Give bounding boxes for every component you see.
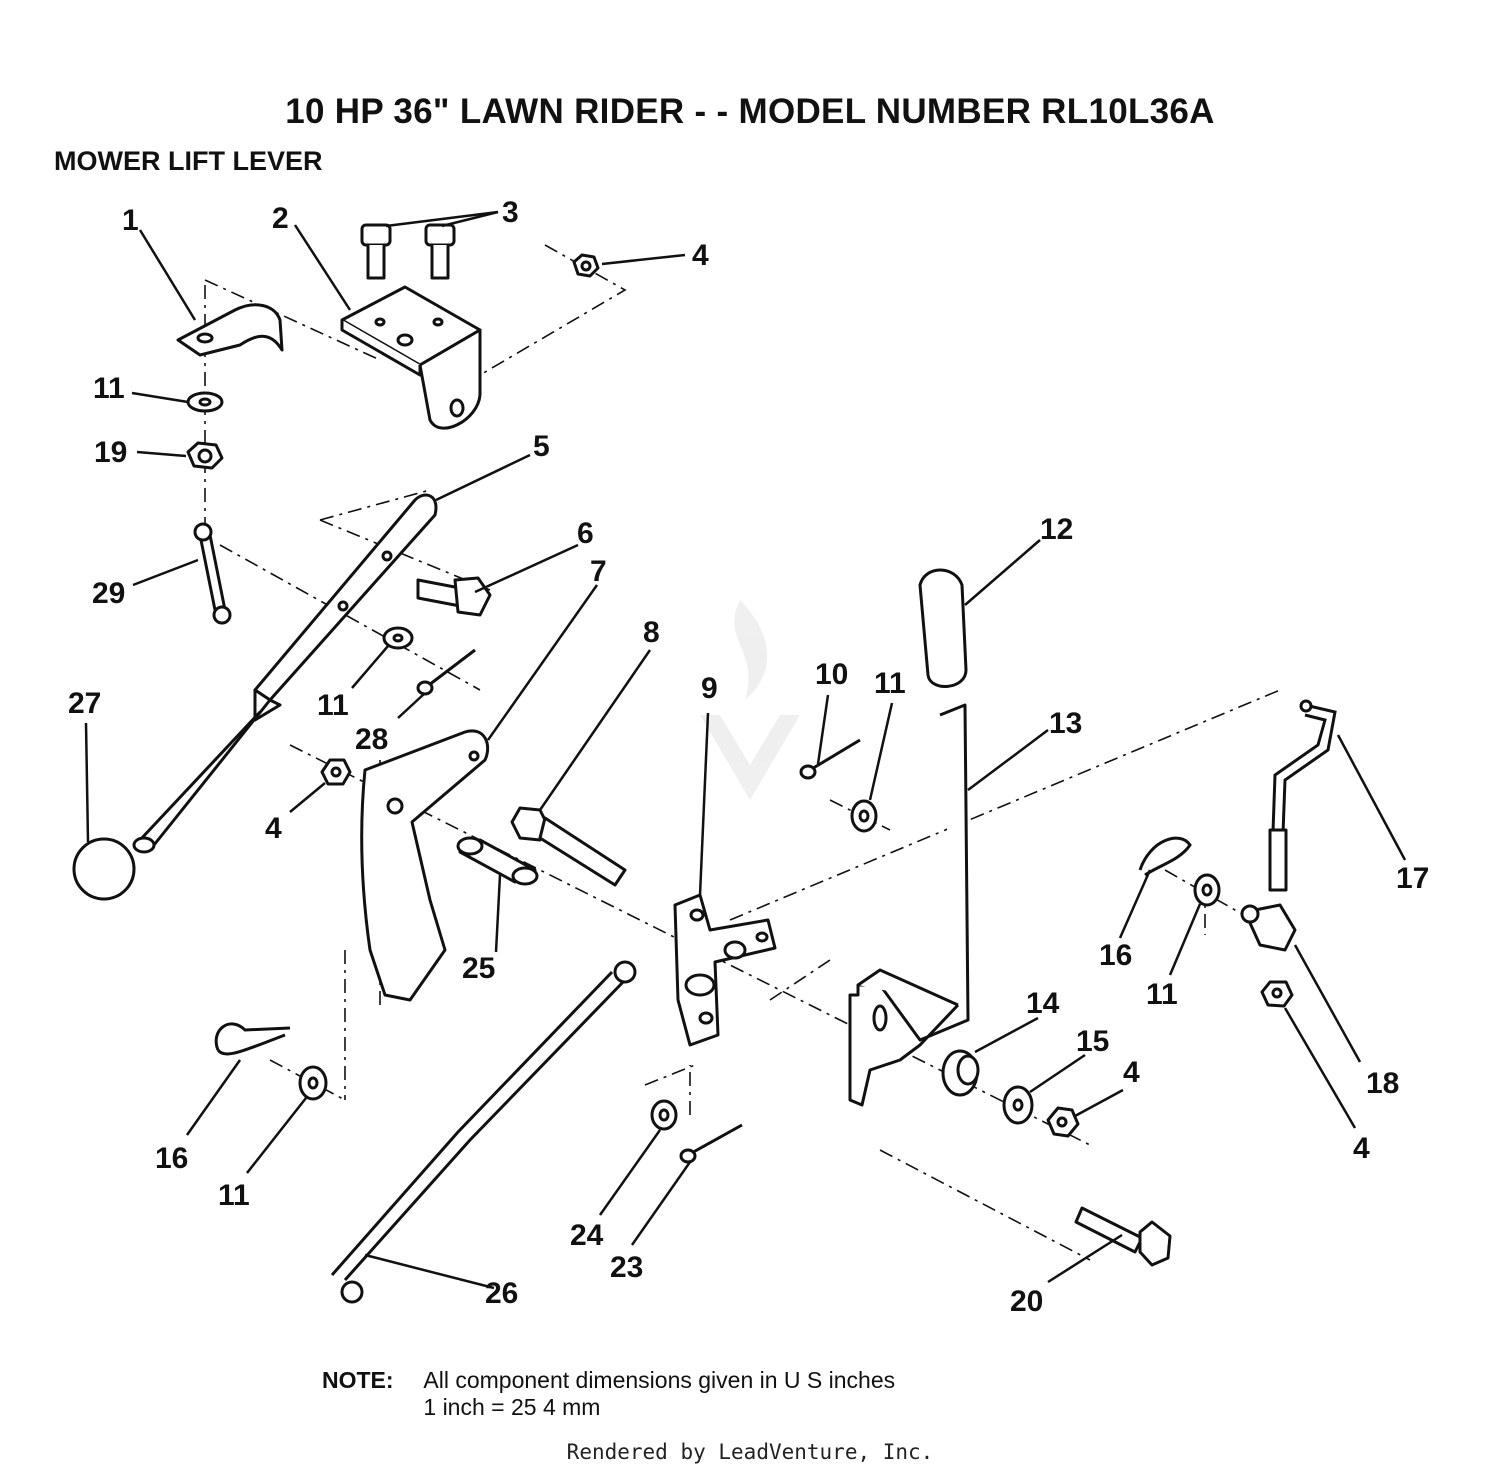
- callout-4: 4: [1123, 1056, 1140, 1089]
- callout-7: 7: [590, 555, 607, 588]
- part-17-adjuster-rod: [1268, 699, 1337, 892]
- callout-3: 3: [502, 196, 519, 229]
- part-5-lift-handle: [132, 493, 438, 854]
- part-4-nut-right: [1260, 980, 1294, 1008]
- callout-4: 4: [265, 812, 282, 845]
- part-13-lever: [848, 703, 970, 1107]
- callout-26: 26: [485, 1277, 518, 1310]
- callout-19: 19: [94, 436, 127, 469]
- callout-12: 12: [1040, 513, 1073, 546]
- callout-8: 8: [643, 616, 660, 649]
- callout-1: 1: [122, 204, 139, 237]
- part-8-bolt: [510, 806, 627, 887]
- callout-10: 10: [815, 658, 848, 691]
- part-11-washer-top: [186, 391, 224, 413]
- callout-28: 28: [355, 723, 388, 756]
- callout-9: 9: [701, 672, 718, 705]
- part-23-pin: [679, 1123, 743, 1164]
- part-9-bracket: [673, 893, 777, 1047]
- part-20-bolt: [1074, 1206, 1172, 1267]
- part-10-cotter: [799, 738, 861, 780]
- part-14-bushing: [941, 1049, 980, 1097]
- callout-6: 6: [577, 517, 594, 550]
- part-3-bolts: [360, 223, 456, 280]
- part-16-hairpin-right: [1138, 836, 1192, 877]
- part-4-nut-low: [1046, 1106, 1080, 1138]
- callout-18: 18: [1366, 1067, 1399, 1100]
- callout-17: 17: [1396, 862, 1429, 895]
- part-28-pin: [416, 648, 476, 696]
- note-text: All component dimensions given in U S in…: [423, 1367, 895, 1421]
- footer-credit: Rendered by LeadVenture, Inc.: [566, 1440, 934, 1464]
- diagram-subtitle: MOWER LIFT LEVER: [54, 146, 323, 176]
- callout-11: 11: [93, 372, 125, 405]
- part-11-washer-upper: [850, 799, 878, 833]
- callout-5: 5: [533, 430, 550, 463]
- callout-20: 20: [1010, 1285, 1043, 1318]
- callout-11: 11: [874, 667, 906, 700]
- part-12-grip: [918, 568, 968, 688]
- part-11-washer-mid: [382, 626, 414, 650]
- callout-11: 11: [317, 689, 349, 722]
- note: NOTE: All component dimensions given in …: [322, 1367, 895, 1421]
- part-1-clip: [176, 303, 284, 357]
- part-29-rod: [193, 522, 232, 625]
- callout-16: 16: [1099, 939, 1132, 972]
- callout-4: 4: [1353, 1132, 1370, 1165]
- note-line-2: 1 inch = 25 4 mm: [423, 1394, 601, 1420]
- part-24-washer: [650, 1099, 678, 1131]
- callout-27: 27: [68, 687, 101, 720]
- callouts: 1 2 3 4 11 19 5 29 6 7 27 11 28 4 8 25 9…: [68, 196, 1429, 1318]
- diagram-title: 10 HP 36" LAWN RIDER - - MODEL NUMBER RL…: [285, 92, 1215, 131]
- callout-25: 25: [462, 952, 495, 985]
- callout-29: 29: [92, 577, 125, 610]
- part-2-bracket: [340, 285, 482, 430]
- callout-23: 23: [610, 1251, 643, 1284]
- callout-11: 11: [218, 1179, 250, 1212]
- part-19-nut: [186, 441, 224, 470]
- part-11-washer-left: [298, 1065, 328, 1101]
- leader-lines: [84, 210, 1407, 1290]
- part-6-bolt: [416, 576, 492, 617]
- callout-14: 14: [1026, 987, 1060, 1020]
- watermark-logo: [700, 600, 800, 800]
- part-4-nut-mid: [320, 758, 352, 786]
- part-27-knob: [72, 837, 136, 901]
- callout-4: 4: [692, 239, 709, 272]
- part-15-washer: [1002, 1085, 1034, 1125]
- part-7-plate: [360, 729, 490, 1002]
- callout-16: 16: [155, 1142, 188, 1175]
- callout-13: 13: [1049, 707, 1082, 740]
- note-line-1: All component dimensions given in U S in…: [423, 1367, 896, 1393]
- callout-11: 11: [1146, 978, 1178, 1011]
- part-26-link-rod: [330, 960, 637, 1304]
- note-label: NOTE:: [322, 1367, 394, 1393]
- part-11-washer-right: [1193, 873, 1221, 907]
- part-4-nut-top: [572, 253, 600, 278]
- callout-24: 24: [570, 1219, 604, 1252]
- part-16-hairpin-left: [214, 1022, 291, 1056]
- callout-2: 2: [272, 202, 289, 235]
- callout-15: 15: [1076, 1025, 1109, 1058]
- part-25-spacer: [456, 836, 539, 886]
- part-18-swivel: [1240, 903, 1297, 952]
